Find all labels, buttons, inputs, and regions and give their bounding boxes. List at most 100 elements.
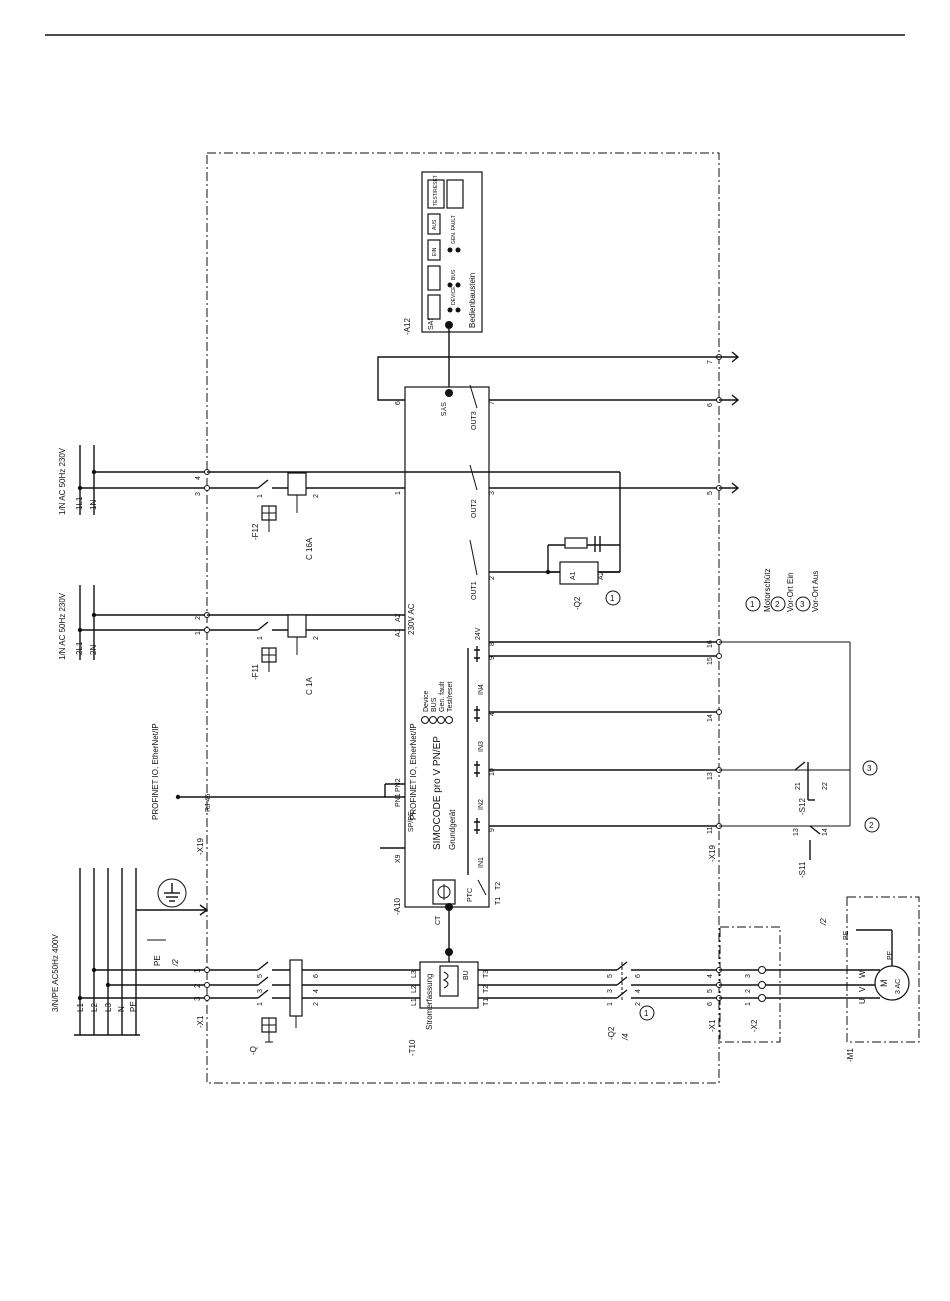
main-supply: 3/N/PE AC50Hz 400V L1 L2 L3 N PE bbox=[51, 868, 140, 1036]
svg-text:2: 2 bbox=[195, 616, 202, 620]
contactor-tag: -Q2 bbox=[607, 1026, 616, 1040]
contactor-q2: 5 3 1 6 4 2 -Q2 /4 1 bbox=[607, 961, 719, 1041]
svg-text:DEVICE: DEVICE bbox=[451, 286, 457, 305]
svg-text:2: 2 bbox=[745, 989, 752, 993]
svg-text:2: 2 bbox=[775, 600, 780, 609]
svg-text:C 1A: C 1A bbox=[305, 677, 314, 695]
terminal-x2: 3 2 1 -X2 bbox=[719, 966, 880, 1032]
x2-tag: -X2 bbox=[750, 1019, 759, 1032]
current-sensor-label: Stromerfassung bbox=[425, 974, 434, 1030]
svg-text:3: 3 bbox=[607, 989, 614, 993]
svg-text:-F11: -F11 bbox=[251, 664, 260, 680]
svg-text:9: 9 bbox=[489, 656, 496, 660]
svg-text:4: 4 bbox=[707, 974, 714, 978]
svg-text:OUT3: OUT3 bbox=[471, 411, 478, 430]
svg-text:4: 4 bbox=[195, 476, 202, 480]
svg-text:Gen. fault: Gen. fault bbox=[439, 682, 446, 712]
svg-text:TEST/RESET: TEST/RESET bbox=[433, 175, 439, 206]
svg-text:22: 22 bbox=[822, 782, 829, 790]
current-sensor-t10: BU Stromerfassung -T10 L3 L2 L1 T3 T2 T1 bbox=[408, 905, 490, 1056]
svg-text:2: 2 bbox=[313, 494, 320, 498]
svg-text:A2: A2 bbox=[395, 613, 402, 622]
svg-text:IN4: IN4 bbox=[478, 684, 485, 695]
svg-text:-A12: -A12 bbox=[403, 318, 412, 335]
svg-text:8: 8 bbox=[489, 642, 496, 646]
svg-text:SYS: SYS bbox=[439, 402, 446, 416]
svg-text:OUT1: OUT1 bbox=[471, 581, 478, 600]
callout-3: 3 bbox=[867, 764, 872, 773]
local-switches: 21 22 -S12 13 14 -S11 3 2 bbox=[793, 760, 880, 878]
svg-text:Device: Device bbox=[423, 690, 430, 712]
svg-text:15: 15 bbox=[707, 657, 714, 665]
svg-text:3: 3 bbox=[489, 491, 496, 495]
svg-text:4: 4 bbox=[635, 989, 642, 993]
x1-tag-bottom: -X1 bbox=[708, 1019, 717, 1032]
network-title: PROFINET IO, EtherNet/IP bbox=[151, 723, 160, 820]
svg-text:6: 6 bbox=[395, 401, 402, 405]
svg-text:BUS: BUS bbox=[431, 697, 438, 712]
current-sensor-tag: -T10 bbox=[408, 1039, 417, 1056]
svg-text:T2: T2 bbox=[483, 985, 490, 993]
svg-text:V: V bbox=[858, 986, 867, 992]
svg-text:-Q2: -Q2 bbox=[573, 596, 582, 610]
svg-text:CT: CT bbox=[435, 915, 442, 925]
svg-text:9: 9 bbox=[489, 828, 496, 832]
svg-text:BU: BU bbox=[463, 970, 470, 980]
svg-text:L3: L3 bbox=[411, 970, 418, 978]
module-subtitle: Grundgerät bbox=[448, 809, 457, 850]
svg-text:21: 21 bbox=[795, 782, 802, 790]
svg-text:1/N AC 50Hz 230V: 1/N AC 50Hz 230V bbox=[58, 447, 67, 515]
network-connection: PROFINET IO, EtherNet/IP RJ 45 -X19 X9 bbox=[151, 723, 405, 863]
pe-ground: PE /2 bbox=[136, 878, 209, 967]
svg-text:Vor-Ort Ein: Vor-Ort Ein bbox=[786, 572, 795, 612]
svg-text:T3: T3 bbox=[483, 970, 490, 978]
svg-text:4: 4 bbox=[313, 989, 320, 993]
svg-text:1: 1 bbox=[750, 600, 755, 609]
svg-text:GEN. FAULT: GEN. FAULT bbox=[451, 215, 457, 244]
svg-text:OUT2: OUT2 bbox=[471, 499, 478, 518]
control-supply-2: 1/N AC 50Hz 230V 2L1 2N 2 1 bbox=[58, 585, 405, 660]
motor-m1: M 3 AC W V U PE PE /2 -M1 bbox=[819, 918, 910, 1062]
svg-text:1: 1 bbox=[257, 636, 264, 640]
svg-text:1: 1 bbox=[745, 1002, 752, 1006]
svg-text:AUS: AUS bbox=[432, 219, 438, 230]
svg-text:1: 1 bbox=[395, 491, 402, 495]
pe-label: PE bbox=[153, 955, 162, 966]
svg-text:PN2: PN2 bbox=[395, 778, 402, 792]
svg-text:Test/reset: Test/reset bbox=[447, 682, 454, 712]
svg-text:IN1: IN1 bbox=[478, 857, 485, 868]
svg-text:14: 14 bbox=[822, 828, 829, 836]
svg-text:BUS: BUS bbox=[451, 269, 457, 280]
svg-text:2: 2 bbox=[193, 983, 202, 988]
main-supply-title: 3/N/PE AC50Hz 400V bbox=[51, 934, 60, 1012]
input-wiring: 8 9 4 10 9 16 15 14 13 11 -X19 bbox=[489, 639, 851, 862]
svg-text:PE: PE bbox=[843, 930, 850, 940]
operator-panel-a12: -A12 Bedienbaustein SAS TEST/RESET AUS E… bbox=[403, 171, 483, 387]
svg-text:1/N AC 50Hz 230V: 1/N AC 50Hz 230V bbox=[58, 592, 67, 660]
svg-text:2: 2 bbox=[313, 636, 320, 640]
svg-text:SP/PE: SP/PE bbox=[408, 811, 415, 832]
breaker-f11: -F11 C 1A 1 2 bbox=[251, 614, 405, 695]
svg-text:13: 13 bbox=[707, 772, 714, 780]
svg-text:7: 7 bbox=[707, 360, 714, 364]
svg-text:Vor-Ort Aus: Vor-Ort Aus bbox=[811, 571, 820, 612]
terminal-x1-bottom: 4 5 6 -X1 bbox=[707, 967, 722, 1032]
svg-text:SAS: SAS bbox=[428, 316, 435, 330]
svg-text:T1: T1 bbox=[483, 998, 490, 1006]
svg-text:RJ 45: RJ 45 bbox=[205, 794, 212, 812]
svg-text:U: U bbox=[858, 998, 867, 1004]
terminal-x1-top: -X1 1 2 3 bbox=[193, 967, 210, 1028]
svg-text:-S11: -S11 bbox=[798, 861, 807, 878]
module-voltage: 230V AC bbox=[407, 603, 416, 635]
svg-text:L1: L1 bbox=[411, 998, 418, 1006]
breaker-q-tag: -Q bbox=[249, 1046, 258, 1055]
svg-text:7: 7 bbox=[489, 401, 496, 405]
svg-text:13: 13 bbox=[793, 828, 800, 836]
svg-text:PN1: PN1 bbox=[395, 793, 402, 807]
svg-text:-S12: -S12 bbox=[798, 798, 807, 815]
svg-text:3: 3 bbox=[745, 974, 752, 978]
svg-text:6: 6 bbox=[707, 403, 714, 407]
svg-text:1: 1 bbox=[257, 1002, 264, 1006]
svg-text:6: 6 bbox=[313, 974, 320, 978]
